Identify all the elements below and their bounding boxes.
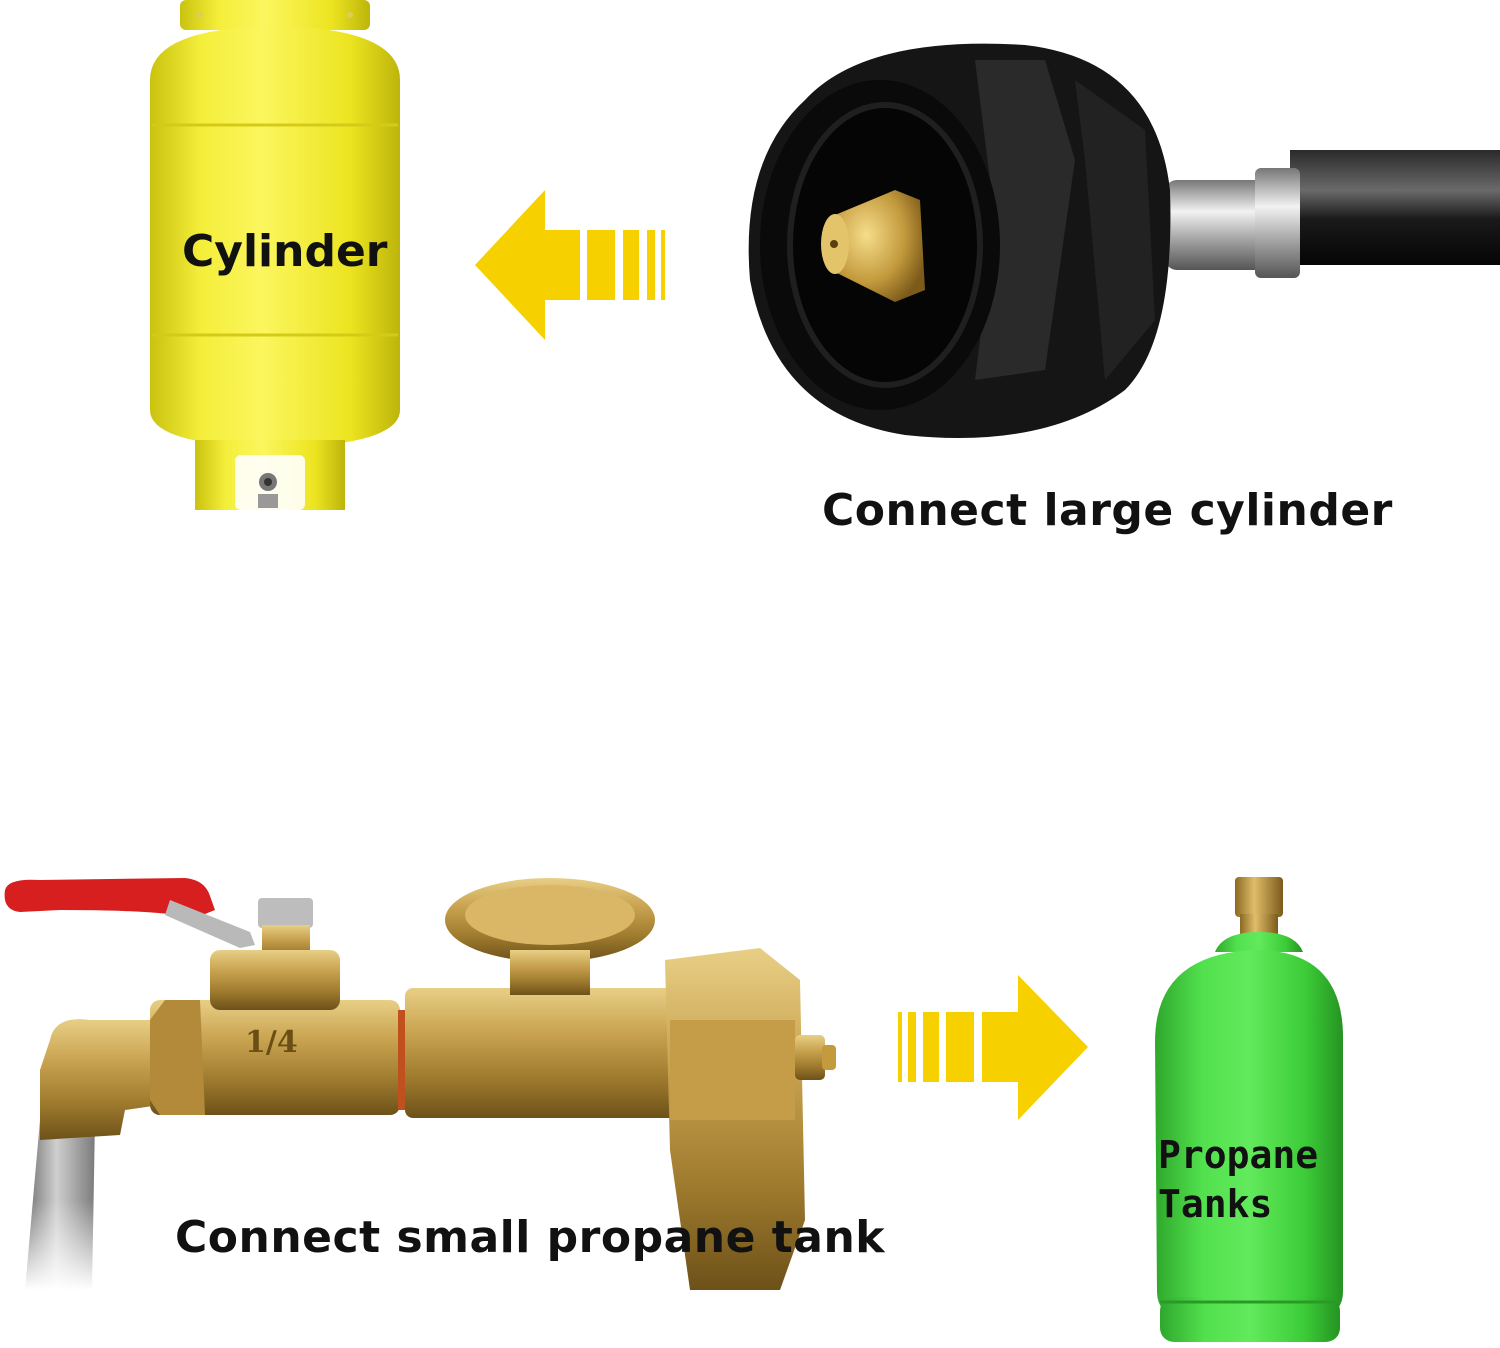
arrow-right-icon: [898, 975, 1090, 1125]
valve-marking: 1/4: [245, 1025, 298, 1060]
cylinder-label: Cylinder: [182, 226, 388, 277]
connect-small-propane-tank-caption: Connect small propane tank: [175, 1212, 886, 1263]
green-propane-tank-image: [1145, 872, 1355, 1348]
connect-large-cylinder-caption: Connect large cylinder: [822, 485, 1393, 536]
propane-tanks-label-line1: Propane: [1158, 1133, 1319, 1177]
qcc-connector-image: [745, 40, 1500, 450]
arrow-left-icon: [475, 190, 670, 340]
valve-adapter-image: [0, 870, 845, 1290]
yellow-cylinder-image: [140, 0, 410, 515]
propane-tanks-label-line2: Tanks: [1158, 1182, 1273, 1226]
